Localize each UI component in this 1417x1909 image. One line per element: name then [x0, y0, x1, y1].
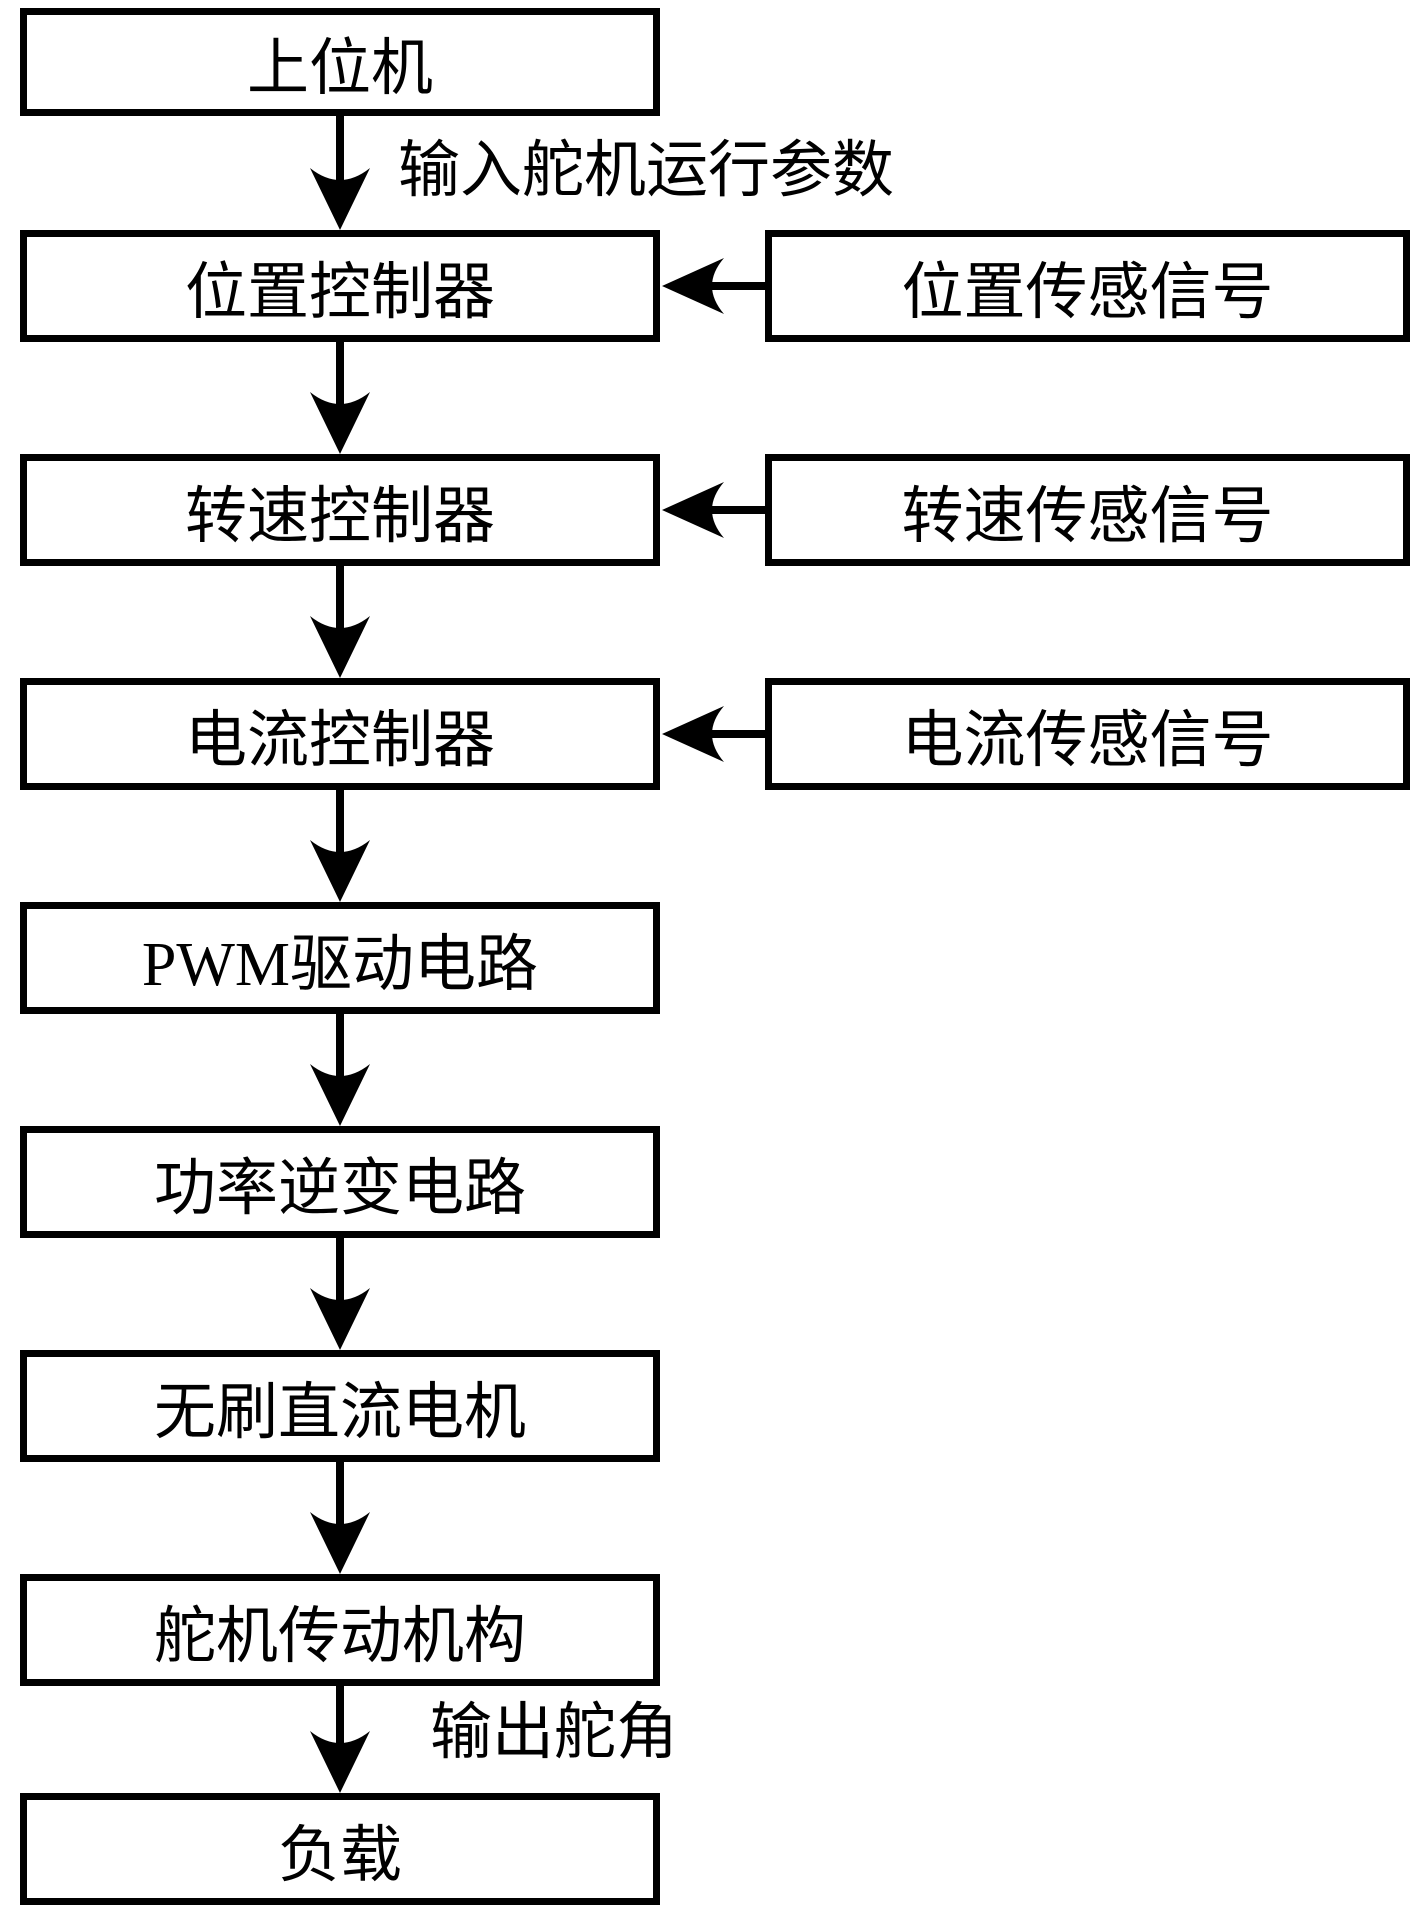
arrow-position-to-speed-controller [310, 336, 370, 454]
arrow-bldc-motor-to-servo-transmission [310, 1456, 370, 1574]
node-speed-controller: 转速控制器 [20, 454, 660, 566]
node-load: 负载 [20, 1793, 660, 1905]
node-power-inverter-circuit: 功率逆变电路 [20, 1126, 660, 1238]
arrow-speed-sensor-to-controller [662, 482, 766, 538]
node-host: 上位机 [20, 8, 660, 116]
arrow-position-sensor-to-controller [662, 258, 766, 314]
arrow-servo-transmission-to-load [310, 1680, 370, 1793]
node-position-sensor-signal: 位置传感信号 [765, 230, 1410, 342]
node-current-sensor-signal: 电流传感信号 [765, 678, 1410, 790]
arrow-power-inverter-to-bldc-motor [310, 1232, 370, 1350]
node-servo-transmission: 舵机传动机构 [20, 1574, 660, 1686]
edge-label-input-params: 输入舵机运行参数 [398, 137, 895, 205]
node-position-controller: 位置控制器 [20, 230, 660, 342]
node-pwm-drive-circuit: PWM驱动电路 [20, 902, 660, 1014]
node-brushless-dc-motor: 无刷直流电机 [20, 1350, 660, 1462]
arrow-pwm-drive-to-power-inverter [310, 1008, 370, 1126]
arrow-current-sensor-to-controller [662, 706, 766, 762]
arrow-speed-to-current-controller [310, 560, 370, 678]
edge-label-output-angle: 输出舵角 [430, 1699, 679, 1767]
arrow-host-to-position-controller [310, 112, 370, 230]
node-speed-sensor-signal: 转速传感信号 [765, 454, 1410, 566]
arrow-current-controller-to-pwm-drive [310, 784, 370, 902]
node-current-controller: 电流控制器 [20, 678, 660, 790]
